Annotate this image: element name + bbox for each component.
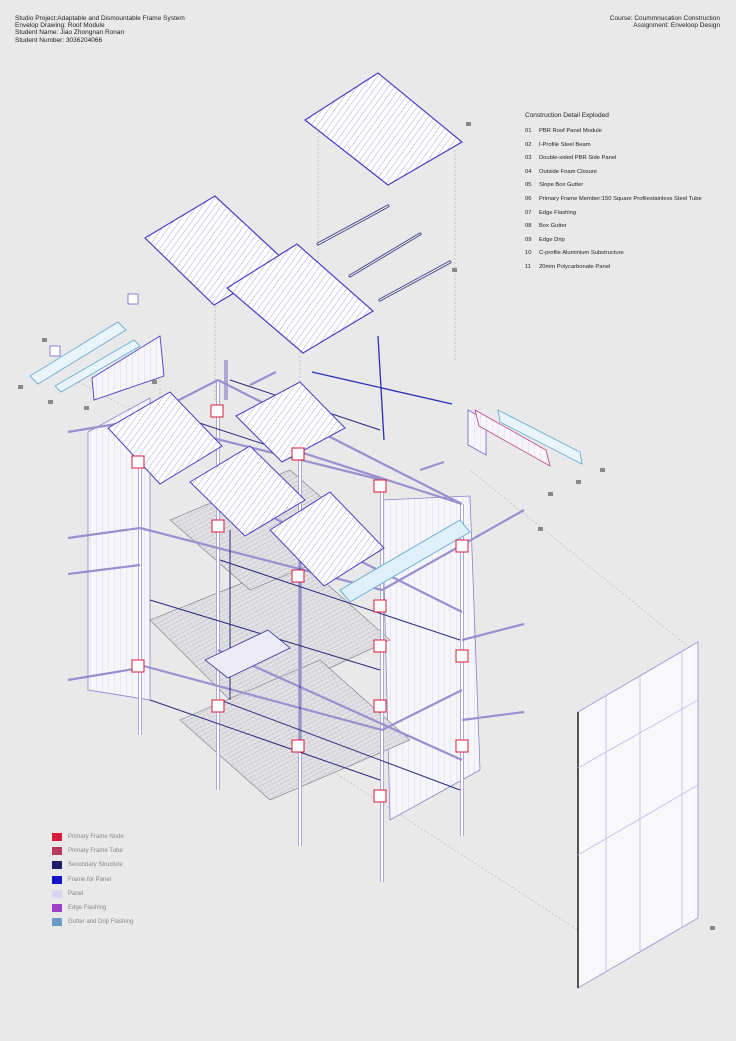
legend-entry: Panel: [52, 887, 133, 901]
frame-roof-module-4: [235, 381, 346, 463]
legend-swatch: [52, 904, 62, 913]
legend-entry: Secondary Structure: [52, 858, 133, 872]
legend-swatch: [52, 918, 62, 927]
detail-tags: [18, 122, 715, 930]
legend-swatch: [52, 833, 62, 842]
project-title: Studio Project:Adaptable and Dismountabl…: [15, 15, 185, 22]
assignment-name: Assignment: Enveloop Design: [633, 22, 720, 30]
drawing-title: Envelop Drawing: Roof Module: [15, 22, 105, 30]
legend-entry: Primary Frame Tube: [52, 844, 133, 858]
primary-frame-nodes: [131, 404, 469, 803]
legend-entry: Edge Flashing: [52, 901, 133, 915]
floor-deck-base: [179, 659, 411, 801]
color-legend: Primary Frame Node Primary Frame Tube Se…: [52, 830, 133, 929]
frame-box-gutter: [339, 519, 471, 603]
legend-title: Construction Detail Exploded: [525, 112, 609, 119]
legend-entry: Frame for Panel: [52, 873, 133, 887]
course-name: Course: Coummnucation Construction: [609, 15, 720, 22]
legend-swatch: [52, 875, 62, 884]
course-info: Course: Coummnucation Construction Assig…: [610, 15, 720, 29]
panel-module-joints: [577, 652, 699, 972]
right-gutter-parts: [467, 409, 583, 467]
legend-entry: Primary Frame Node: [52, 830, 133, 844]
roof-panel-right: [225, 243, 375, 354]
project-info: Studio Project:Adaptable and Dismountabl…: [15, 15, 185, 44]
legend-swatch: [52, 861, 62, 870]
left-gutter-parts: [29, 293, 165, 401]
student-number: Student Number: 3036204066: [15, 36, 103, 44]
stair-module: [204, 629, 291, 679]
roof-panel-top: [303, 72, 464, 186]
bracing-members: [311, 335, 453, 441]
polycarbonate-side-panel: [577, 641, 699, 989]
frame-roof-module-3: [269, 491, 385, 587]
frame-roof-module-2: [189, 445, 306, 537]
legend-swatch: [52, 889, 62, 898]
student-name: Student Name: Jiao Zhongnan Ronan: [15, 29, 125, 37]
legend-entry: Gutter and Drip Flashing: [52, 915, 133, 929]
legend-swatch: [52, 847, 62, 856]
